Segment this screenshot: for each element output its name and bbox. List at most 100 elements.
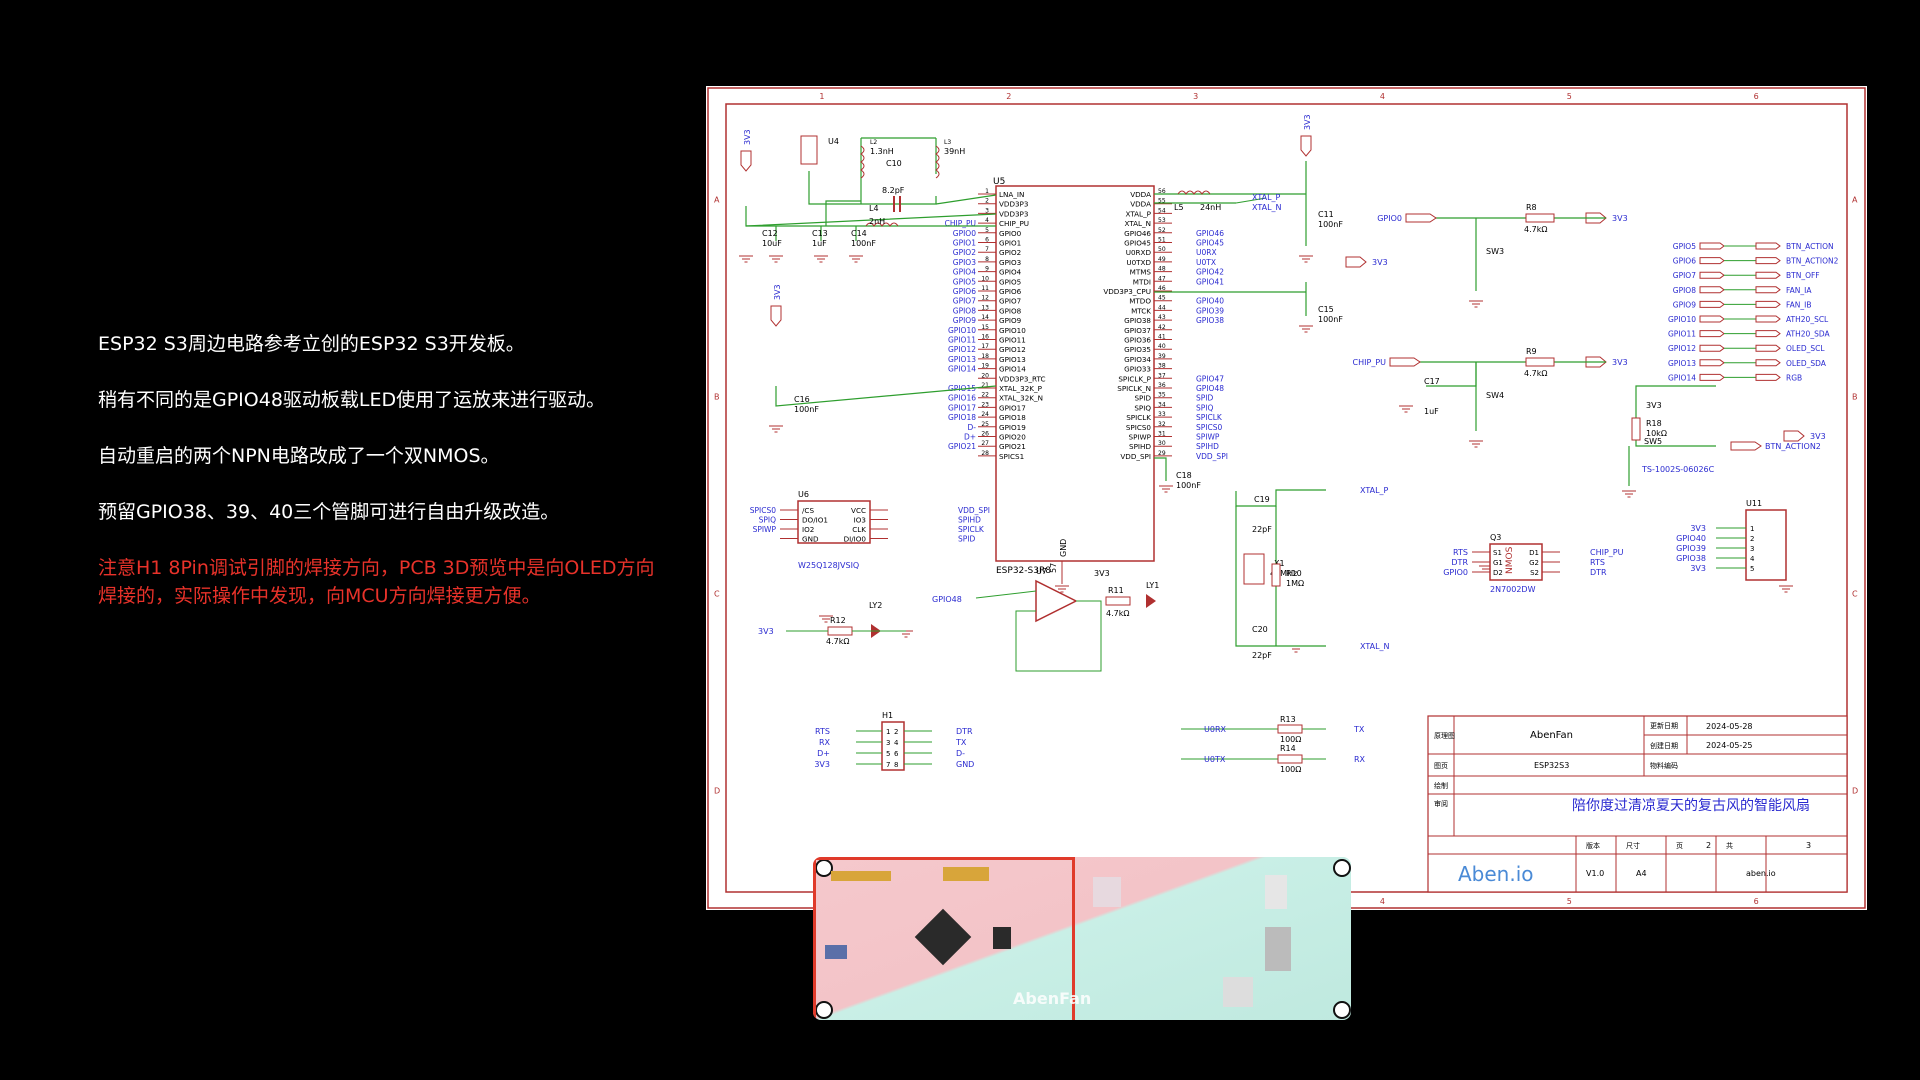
power-flag-label: 3V3 <box>1612 358 1628 367</box>
u5-esp32s3: U5 ESP32-S3R8 LNA_IN1VDD3P32VDD3P33CHIP_… <box>945 177 1228 584</box>
zone-letter-left: A <box>714 196 720 205</box>
u5-left-pin-name: GPIO8 <box>999 306 1022 315</box>
gpio-map-gpio: GPIO5 <box>1673 242 1696 251</box>
c14-value: 100nF <box>851 239 876 248</box>
u5-right-pin-num: 50 <box>1158 246 1166 253</box>
gpio-map-flag <box>1755 271 1781 279</box>
u5-part: ESP32-S3R8 <box>996 566 1051 576</box>
c16-ref: C16 <box>794 395 810 404</box>
u6-left-net: SPIQ <box>759 516 776 525</box>
c15-ref: C15 <box>1318 305 1334 314</box>
gpio-map-flag <box>1699 300 1725 308</box>
net-xtal-n-top: XTAL_N <box>1252 203 1282 212</box>
h1-left-net: D+ <box>817 749 830 758</box>
u5-right-net: SPICLK <box>1196 413 1223 422</box>
net-btn-action2: BTN_ACTION2 <box>1765 442 1821 451</box>
u5-left-pin-num: 10 <box>981 275 989 282</box>
gpio-map-flag <box>1755 359 1781 367</box>
power-flag-label: 3V3 <box>1612 214 1628 223</box>
u5-right-pin-name: GPIO46 <box>1124 229 1151 238</box>
u5-left-net: GPIO6 <box>953 287 976 296</box>
gpio-map-gpio: GPIO13 <box>1668 359 1696 368</box>
button-wires <box>1396 217 1716 486</box>
x1-value: 40MHz <box>1270 569 1297 578</box>
u5-right-pin-name: GPIO34 <box>1124 355 1151 364</box>
led-part <box>825 945 847 959</box>
q3-ref: Q3 <box>1490 533 1501 542</box>
h1-left-net: RTS <box>815 727 830 736</box>
u5-left-pin-name: GPIO12 <box>999 345 1026 354</box>
u5-left-pin-name: GPIO14 <box>999 365 1026 374</box>
u5-left-pin-num: 7 <box>985 246 989 253</box>
u6-part: W25Q128JVSIQ <box>798 561 859 570</box>
u5-left-net: GPIO9 <box>953 316 976 325</box>
u5-left-pin-name: GPIO21 <box>999 442 1026 451</box>
u5-left-net: GPIO4 <box>953 268 976 277</box>
gpio-map-flag <box>1755 286 1781 294</box>
u5-left-net: GPIO8 <box>953 306 976 315</box>
gpio-map-func: BTN_ACTION <box>1786 242 1834 251</box>
u5-right-pin-num: 35 <box>1158 392 1166 399</box>
u5-left-pin-num: 20 <box>981 372 989 379</box>
u5-left-pin-num: 21 <box>981 382 989 389</box>
u11-net: GPIO38 <box>1676 554 1706 563</box>
u5-right-pin-num: 36 <box>1158 382 1166 389</box>
u5-right-pin-num: 44 <box>1158 304 1166 311</box>
crystal-components: C19 22pF X1 40MHz R10 1MΩ C20 22pF XTAL_… <box>1243 486 1390 660</box>
net-xtal-p-top: XTAL_P <box>1252 193 1281 202</box>
net-rx: RX <box>1354 755 1366 764</box>
tb-page-label: 页 <box>1676 842 1683 850</box>
u5-right-pin-name: VDD3P3_CPU <box>1103 287 1151 296</box>
u5-left-pin-name: GPIO1 <box>999 239 1021 248</box>
tb-sheet-name: ESP32S3 <box>1534 761 1569 770</box>
gpio-map-func: OLED_SCL <box>1786 344 1825 353</box>
power-flag-label: 3V3 <box>743 129 752 145</box>
l3-coil <box>935 145 940 179</box>
gpio-map-flag <box>1699 257 1725 265</box>
zone-letter-left: B <box>714 393 720 402</box>
u11-pin-num: 2 <box>1750 535 1754 543</box>
u6-right-net: SPIHD <box>958 516 981 525</box>
u11-net: GPIO40 <box>1676 534 1706 543</box>
u5-left-pin-name: GPIO0 <box>999 229 1022 238</box>
u5-right-pin-name: VDDA <box>1130 200 1151 209</box>
u5-left-net: GPIO3 <box>953 258 976 267</box>
gpio-map-gpio: GPIO8 <box>1673 286 1696 295</box>
c20-value: 22pF <box>1252 651 1272 660</box>
c15-value: 100nF <box>1318 315 1343 324</box>
u5-right-pin-num: 43 <box>1158 314 1166 321</box>
u5-left-pin-name: VDD3P3 <box>999 209 1028 218</box>
u5-left-pin-num: 6 <box>985 237 989 244</box>
xtal-net-labels: XTAL_P XTAL_N <box>1235 193 1282 212</box>
u5-right-pin-name: SPIWP <box>1129 433 1152 442</box>
u5-right-pin-name: SPICLK_N <box>1117 384 1151 393</box>
net-xtal-n: XTAL_N <box>1360 642 1390 651</box>
u5-left-pin-num: 11 <box>981 285 989 292</box>
gpio-map-func: OLED_SDA <box>1786 359 1827 368</box>
power-led2: 3V3 <box>758 627 774 636</box>
r14-ref: R14 <box>1280 744 1296 753</box>
u5-left-net: CHIP_PU <box>945 219 976 228</box>
u5-right-pin-name: XTAL_P <box>1126 209 1152 218</box>
u6-right-pin-name: CLK <box>852 525 866 534</box>
gpio-map-flag <box>1699 330 1725 338</box>
u5-right-pin-num: 47 <box>1158 275 1166 282</box>
u5-right-pin-num: 46 <box>1158 285 1166 292</box>
u5-right-pin-name: SPICLK_P <box>1118 374 1151 383</box>
u5-left-pin-num: 16 <box>981 334 989 341</box>
net-xtal-p: XTAL_P <box>1360 486 1389 495</box>
tb-version-label: 版本 <box>1586 841 1600 850</box>
u6-right-pin-name: IO3 <box>854 516 866 525</box>
u4-ref: U4 <box>828 137 839 146</box>
r8-value: 4.7kΩ <box>1524 225 1547 234</box>
zone-number-top: 3 <box>1193 92 1198 101</box>
u5-left-net: D- <box>968 423 977 432</box>
u5-right-net: SPIQ <box>1196 403 1213 412</box>
l4-value: 2nH <box>869 217 885 226</box>
h1-right-net: DTR <box>956 727 973 736</box>
schematic-sheet: 112233445566AABBCCDD U5 ESP32-S3R8 LNA_I… <box>706 86 1867 910</box>
l2-coil <box>860 145 865 179</box>
note-1: ESP32 S3周边电路参考立创的ESP32 S3开发板。 <box>98 333 525 355</box>
